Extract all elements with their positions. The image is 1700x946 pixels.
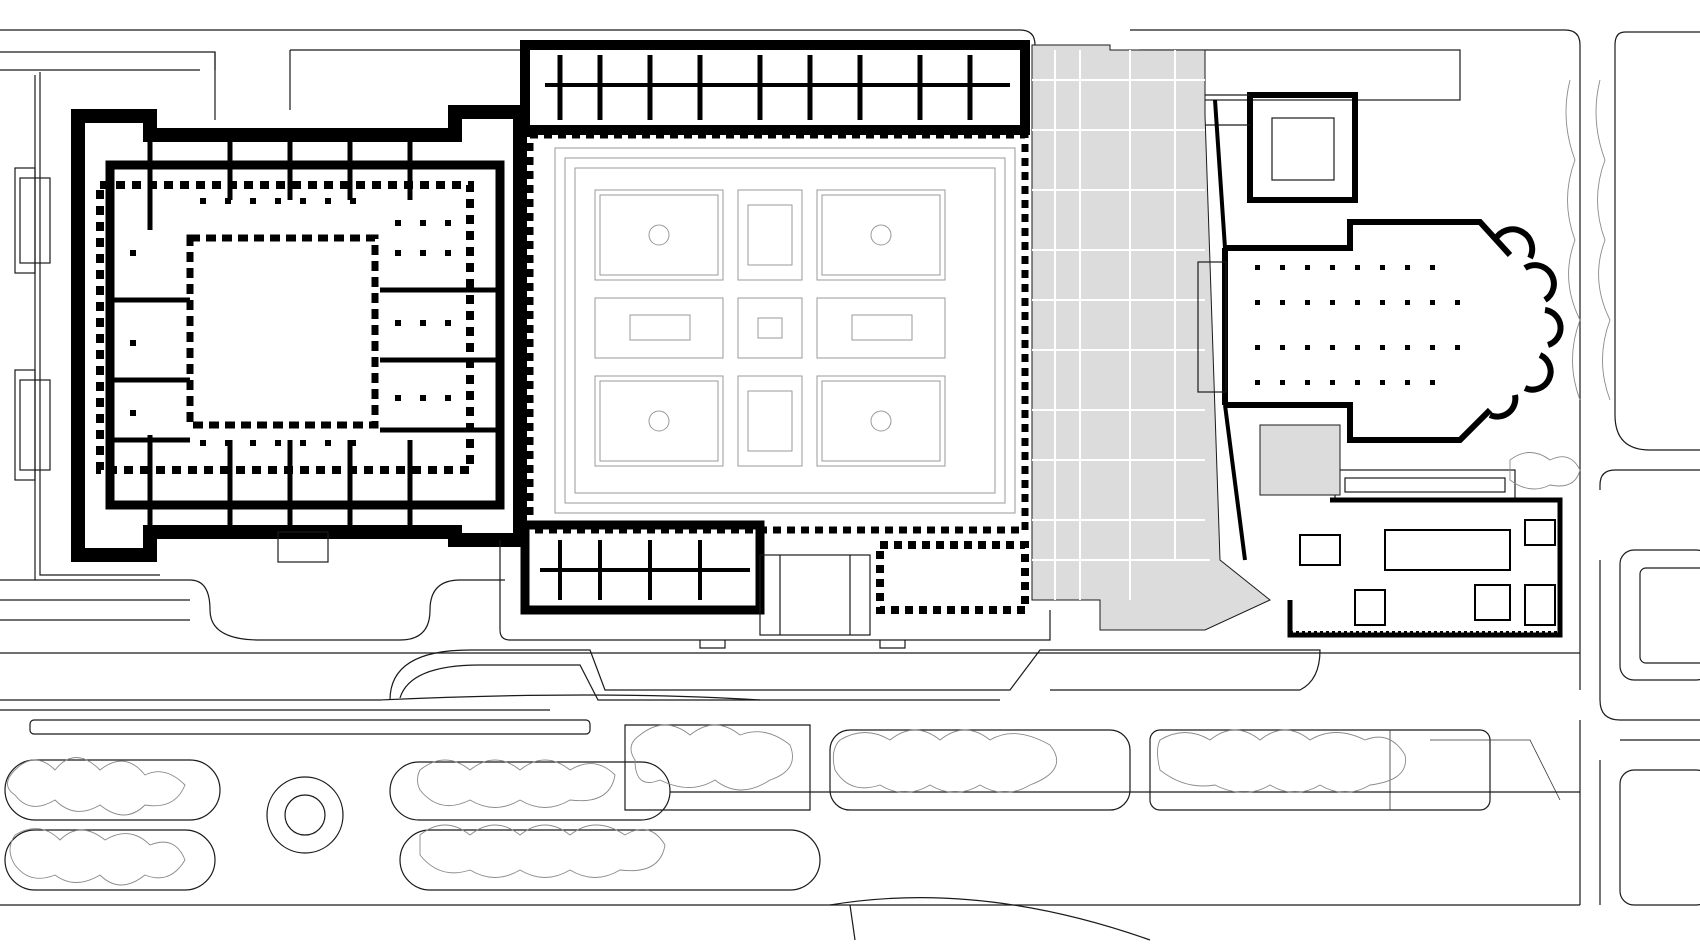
tree-rows <box>4 79 1611 891</box>
lower-road-curve <box>389 649 1321 701</box>
palace-building <box>14 72 527 580</box>
north-wing <box>520 40 1030 135</box>
plaza <box>1031 44 1271 631</box>
south-wing <box>499 520 1051 649</box>
church-building <box>1197 92 1564 638</box>
garden-courtyard <box>526 131 1029 534</box>
street-outlines <box>0 29 1700 941</box>
